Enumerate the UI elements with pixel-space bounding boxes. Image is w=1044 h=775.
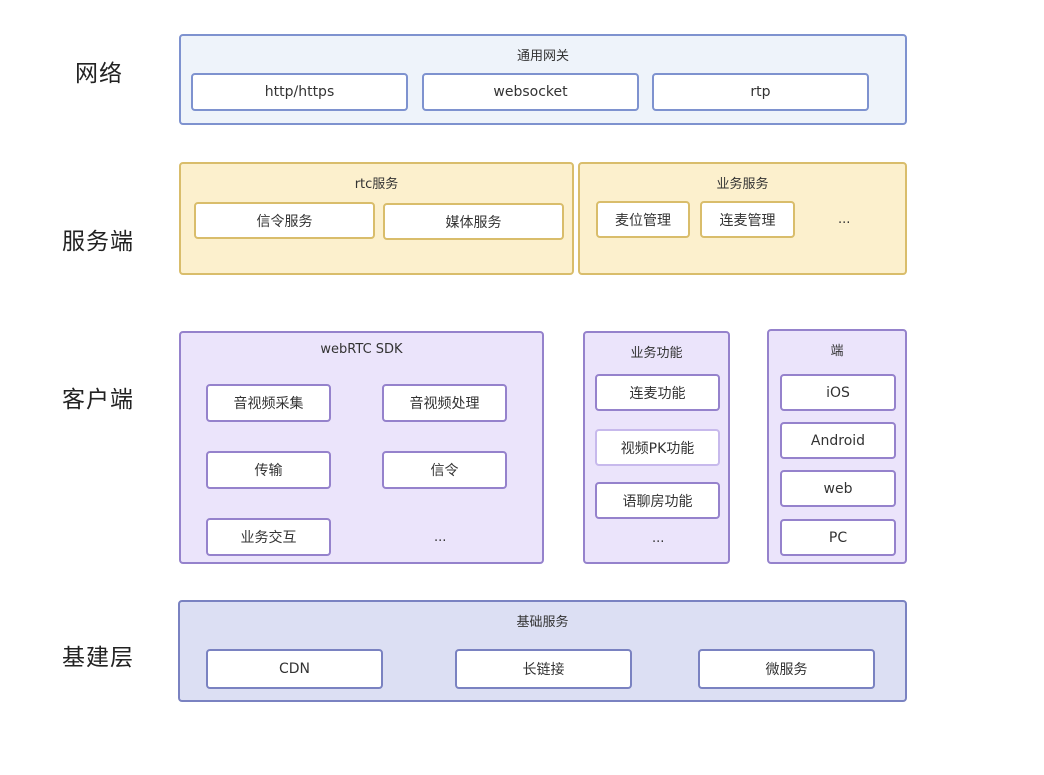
features-group-title: 业务功能	[630, 346, 683, 361]
sdk-more: ...	[434, 530, 447, 545]
gateway-group-title: 通用网关	[516, 49, 569, 64]
feature-item-voice-room: 语聊房功能	[595, 482, 720, 519]
layer-label-server: 服务端	[62, 229, 134, 255]
rtc-service-group-title: rtc服务	[354, 177, 399, 192]
base-service-group-title: 基础服务	[516, 615, 569, 630]
sdk-item-transport: 传输	[206, 451, 331, 489]
features-group: 业务功能 连麦功能 视频PK功能 语聊房功能 ...	[583, 331, 730, 564]
business-more: ...	[838, 212, 851, 227]
endpoint-item-ios: iOS	[780, 374, 896, 411]
endpoint-item-pc: PC	[780, 519, 896, 556]
sdk-item-processing: 音视频处理	[382, 384, 507, 422]
base-item-cdn: CDN	[206, 649, 383, 689]
business-item-co-host: 连麦管理	[700, 201, 795, 238]
sdk-item-capture: 音视频采集	[206, 384, 331, 422]
rtc-service-group: rtc服务 信令服务 媒体服务	[179, 162, 574, 275]
business-service-group-title: 业务服务	[716, 177, 769, 192]
endpoints-group: 端 iOS Android web PC	[767, 329, 907, 564]
base-item-long-connection: 长链接	[455, 649, 632, 689]
business-service-group: 业务服务 麦位管理 连麦管理 ...	[578, 162, 907, 275]
base-item-microservice: 微服务	[698, 649, 875, 689]
gateway-item-websocket: websocket	[422, 73, 639, 111]
endpoint-item-web: web	[780, 470, 896, 507]
sdk-item-interaction: 业务交互	[206, 518, 331, 556]
layer-label-network: 网络	[75, 61, 123, 87]
sdk-item-signaling: 信令	[382, 451, 507, 489]
layer-label-client: 客户端	[62, 387, 134, 413]
sdk-group: webRTC SDK 音视频采集 音视频处理 传输 信令 业务交互 ...	[179, 331, 544, 564]
base-service-group: 基础服务 CDN 长链接 微服务	[178, 600, 907, 702]
gateway-item-http: http/https	[191, 73, 408, 111]
business-item-mic-seat: 麦位管理	[596, 201, 690, 238]
features-more: ...	[652, 531, 665, 546]
layer-label-infra: 基建层	[62, 645, 134, 671]
feature-item-video-pk: 视频PK功能	[595, 429, 720, 466]
gateway-item-rtp: rtp	[652, 73, 869, 111]
rtc-item-signaling: 信令服务	[194, 202, 375, 239]
gateway-group: 通用网关 http/https websocket rtp	[179, 34, 907, 125]
sdk-group-title: webRTC SDK	[320, 342, 403, 357]
endpoint-item-android: Android	[780, 422, 896, 459]
feature-item-co-host: 连麦功能	[595, 374, 720, 411]
endpoints-group-title: 端	[830, 344, 844, 359]
rtc-item-media: 媒体服务	[383, 203, 564, 240]
